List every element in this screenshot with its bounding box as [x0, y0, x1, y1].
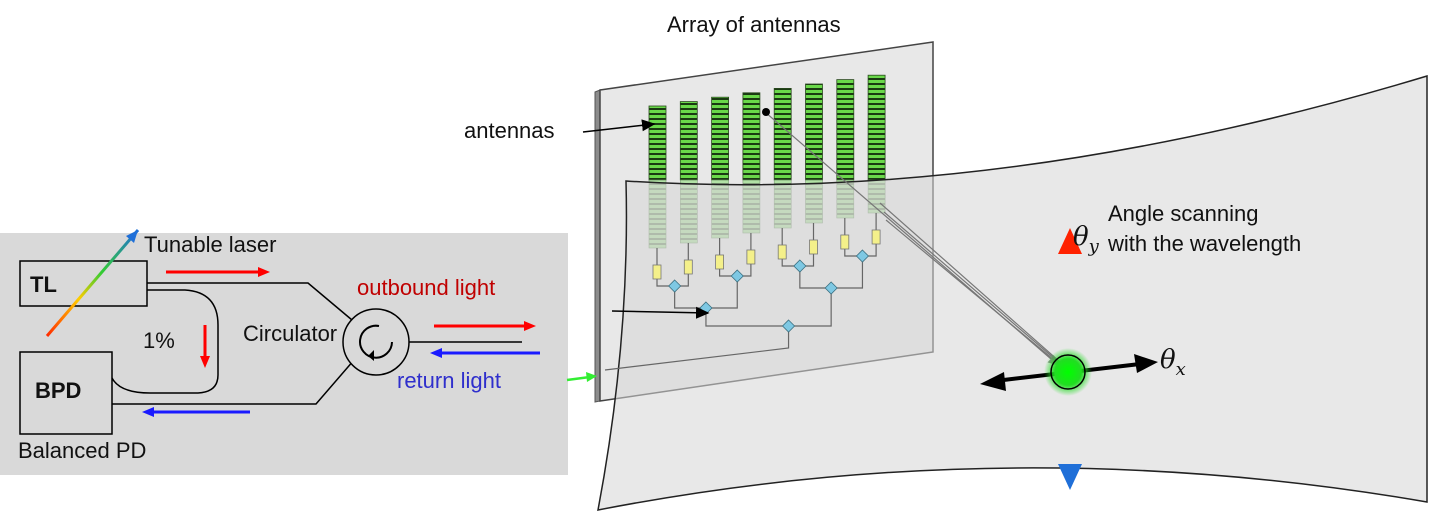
- antenna-element: [867, 74, 886, 181]
- phase-shifter: [652, 264, 662, 280]
- splitter-node: [793, 259, 807, 273]
- antenna-element: [679, 101, 698, 181]
- splitter-node: [668, 279, 682, 293]
- outbound-light-label: outbound light: [357, 275, 495, 300]
- bpd-label: BPD: [35, 378, 81, 403]
- splitter-node: [730, 269, 744, 283]
- fiber-paths: [111, 282, 522, 405]
- antenna-element: [742, 92, 761, 181]
- antennas-label: antennas: [464, 118, 555, 143]
- circulator: [342, 308, 410, 376]
- theta-y-label: θy: [1073, 222, 1100, 257]
- bpd-box: [19, 351, 113, 435]
- antenna-element: [805, 83, 823, 181]
- phase-shifter: [777, 244, 787, 260]
- phase-shifter: [809, 239, 818, 255]
- ray-origin-dot: [762, 108, 770, 116]
- circulator-arrowhead-icon: [368, 350, 374, 361]
- antenna-element: [836, 79, 855, 181]
- tl-label: TL: [30, 272, 57, 297]
- diagram-title: Array of antennas: [667, 12, 841, 37]
- splitter-node: [824, 281, 838, 295]
- phase-shifter: [683, 259, 693, 275]
- antenna-element: [711, 96, 729, 181]
- phase-shifter: [715, 254, 724, 270]
- antenna-element: [773, 88, 792, 181]
- balanced-pd-label: Balanced PD: [18, 438, 146, 463]
- circulator-rotation-icon: [359, 324, 393, 359]
- phase-shifter: [871, 229, 881, 245]
- return-light-label: return light: [397, 368, 501, 393]
- input-pointer: [611, 306, 710, 319]
- light-arrows: [142, 267, 597, 417]
- antenna-element: [648, 105, 667, 181]
- beam-rays: [764, 111, 1067, 371]
- split-ratio-label: 1%: [143, 328, 175, 353]
- antennas-pointer: [582, 119, 656, 133]
- angle-scanning-line2: with the wavelength: [1107, 231, 1301, 256]
- circulator-label: Circulator: [243, 321, 337, 346]
- projection-screen: [597, 74, 1428, 511]
- splitter-node: [855, 249, 870, 263]
- tunable-laser-label: Tunable laser: [144, 232, 276, 257]
- splitter-node: [781, 319, 796, 333]
- theta-x-label: θx: [1160, 345, 1186, 380]
- splitter-tree: [604, 213, 881, 371]
- angle-scanning-line1: Angle scanning: [1108, 201, 1258, 226]
- phase-shifter: [840, 234, 850, 250]
- tunable-slash: [45, 229, 140, 337]
- tunable-arrowhead: [126, 230, 138, 243]
- phase-shifter: [746, 249, 756, 265]
- beam-spot-ring: [1050, 354, 1086, 390]
